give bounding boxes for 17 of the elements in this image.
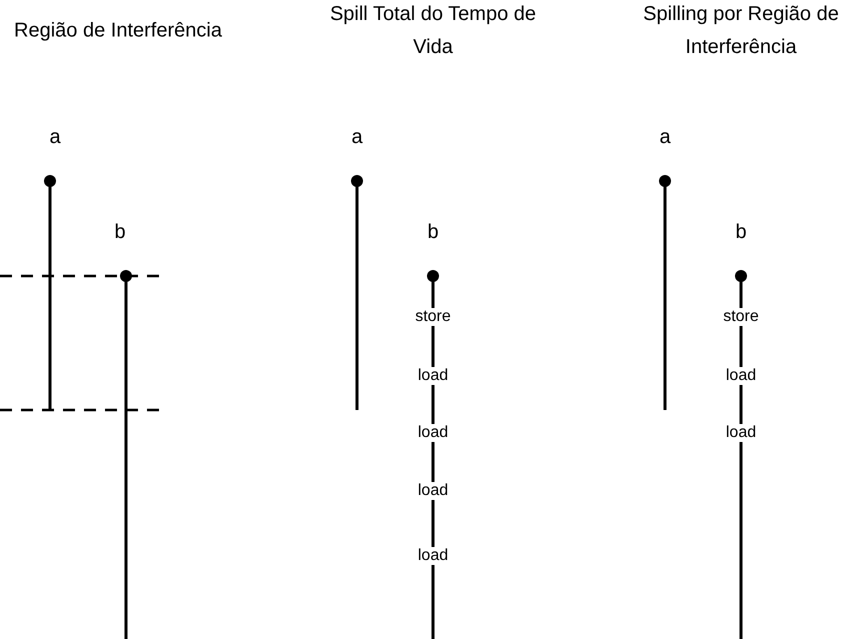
- variable-label: a: [49, 125, 61, 149]
- panel-title: Spill Total do Tempo de Vida: [328, 2, 538, 60]
- operation-label: load: [724, 424, 758, 442]
- operation-label: store: [722, 308, 760, 326]
- variable-label: a: [351, 125, 363, 149]
- variable-label: b: [735, 220, 747, 244]
- variable-label: a: [659, 125, 671, 149]
- panel-title: Spilling por Região de Interferência: [642, 2, 840, 60]
- variable-label: b: [114, 220, 126, 244]
- panel-title: Região de Interferência: [13, 18, 223, 44]
- operation-label: load: [416, 482, 450, 500]
- operation-label: load: [416, 367, 450, 385]
- variable-label: b: [427, 220, 439, 244]
- operation-label: load: [416, 547, 450, 565]
- operation-label: load: [416, 424, 450, 442]
- operation-label: load: [724, 367, 758, 385]
- operation-label: store: [414, 308, 452, 326]
